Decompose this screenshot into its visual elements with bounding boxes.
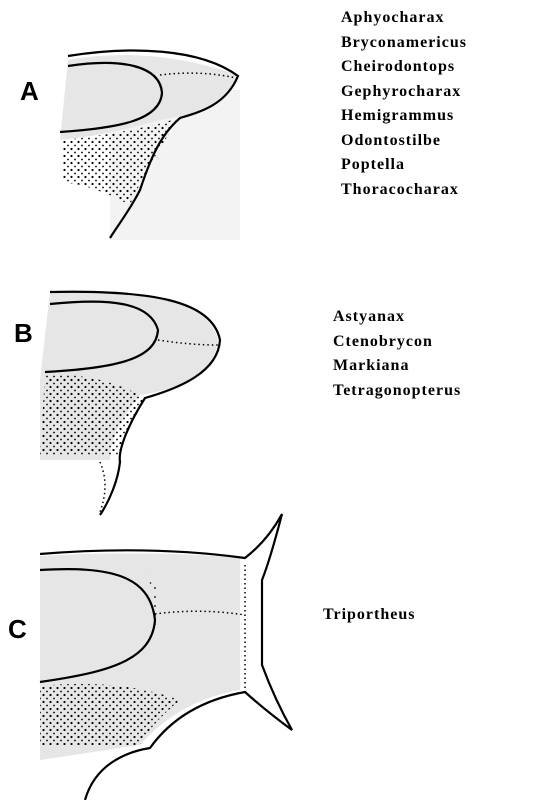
panel-letter-b: B (14, 318, 33, 349)
genus-name: Tetragonopterus (333, 379, 461, 404)
genus-name: Bryconamericus (341, 31, 467, 56)
panel-letter-a: A (20, 76, 39, 107)
drawing-b (40, 292, 220, 515)
genus-name: Aphyocharax (341, 6, 467, 31)
genus-name: Cheirodontops (341, 55, 467, 80)
drawing-b-tail-dots (100, 462, 105, 512)
genus-list-a: Aphyocharax Bryconamericus Cheirodontops… (341, 6, 467, 202)
genus-name: Gephyrocharax (341, 80, 467, 105)
genus-name: Markiana (333, 354, 461, 379)
genus-name: Astyanax (333, 305, 461, 330)
genus-name: Thoracocharax (341, 178, 467, 203)
drawing-a (60, 51, 240, 240)
genus-name: Triportheus (323, 603, 415, 628)
genus-list-c: Triportheus (323, 603, 415, 628)
panel-letter-c: C (8, 614, 27, 645)
genus-name: Poptella (341, 153, 467, 178)
genus-name: Ctenobrycon (333, 330, 461, 355)
genus-list-b: Astyanax Ctenobrycon Markiana Tetragonop… (333, 305, 461, 403)
genus-name: Hemigrammus (341, 104, 467, 129)
drawing-c (40, 514, 292, 800)
genus-name: Odontostilbe (341, 129, 467, 154)
